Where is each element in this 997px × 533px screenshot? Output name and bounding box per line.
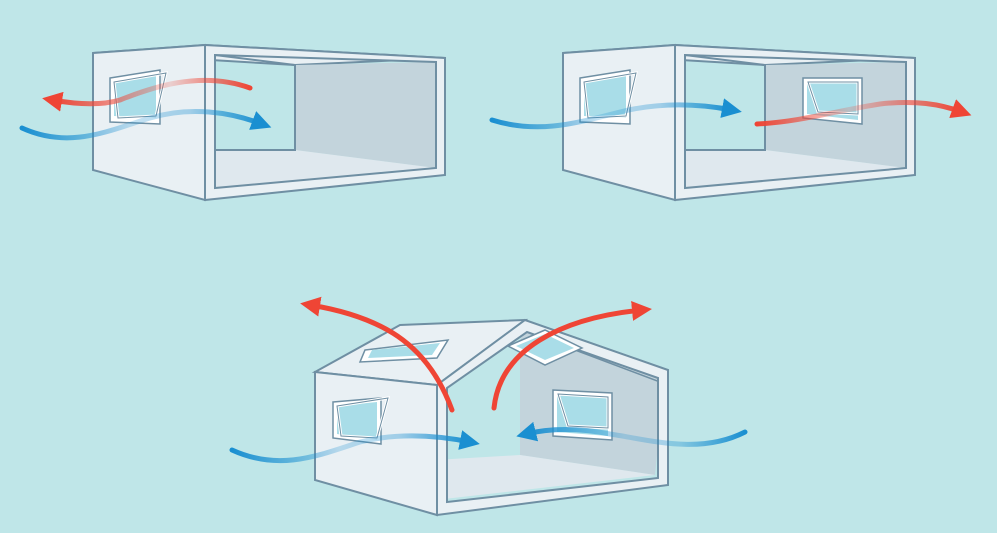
cool-air-in-arrow	[19, 108, 272, 141]
scene-stack	[229, 296, 748, 517]
warm-air-out-arrow	[754, 99, 972, 127]
cool-air-in-right-arrow	[516, 421, 748, 447]
scene-single-sided	[19, 43, 446, 202]
warm-air-out-right-arrow	[491, 301, 652, 411]
scene-cross	[489, 43, 972, 202]
warm-air-out-arrow	[42, 77, 253, 112]
roof-window-left	[358, 339, 450, 363]
cool-air-in-arrow	[489, 98, 742, 130]
warm-air-out-left-arrow	[300, 296, 455, 413]
roof-window-right	[506, 329, 584, 366]
cool-air-in-left-arrow	[229, 430, 480, 464]
awning-window-back	[802, 77, 863, 125]
